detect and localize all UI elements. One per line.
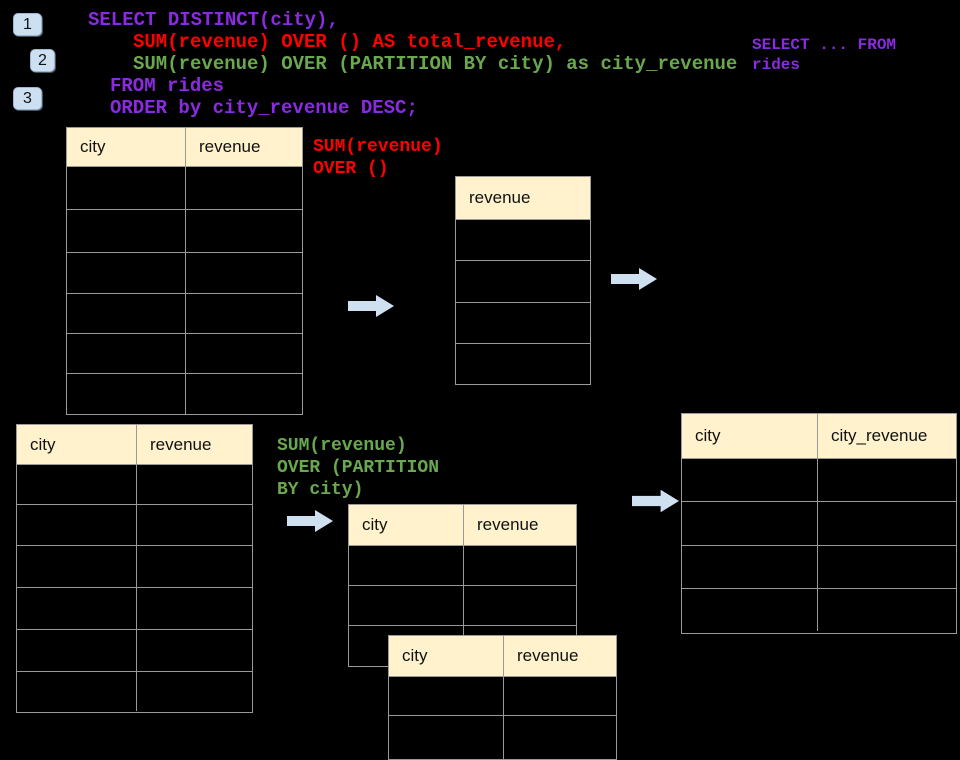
right-arrow-icon	[632, 489, 679, 513]
table-row	[67, 209, 302, 252]
table-row	[17, 587, 252, 629]
label-partition-window-1: SUM(revenue)	[277, 436, 407, 456]
sql-line-select: SELECT DISTINCT(city),	[88, 9, 339, 31]
right-arrow-icon	[611, 268, 657, 290]
table-row	[682, 458, 956, 501]
table-row	[349, 545, 576, 585]
table-row	[67, 293, 302, 333]
column-header-revenue: revenue	[136, 425, 252, 464]
table-total-revenue-column: revenue	[455, 176, 591, 385]
table-source-top: city revenue	[66, 127, 303, 415]
step-badge-3: 3	[13, 87, 42, 110]
right-arrow-icon	[348, 295, 394, 317]
snippet-rides: rides	[752, 56, 801, 74]
table-row	[17, 504, 252, 545]
table-row	[682, 588, 956, 631]
table-row	[67, 373, 302, 414]
table-row	[17, 545, 252, 587]
column-header-city: city	[349, 505, 463, 545]
table-row	[17, 671, 252, 711]
table-row	[67, 252, 302, 293]
table-row	[17, 464, 252, 504]
table-partition-front: city revenue	[388, 635, 617, 760]
label-partition-window-2: OVER (PARTITION	[277, 458, 440, 478]
column-header-city: city	[17, 425, 136, 464]
column-header-revenue: revenue	[185, 128, 302, 166]
table-row	[682, 501, 956, 545]
column-header-revenue: revenue	[456, 177, 590, 219]
table-row	[682, 545, 956, 588]
step-badge-2: 2	[30, 49, 55, 72]
column-header-revenue: revenue	[463, 505, 576, 545]
table-final-result: city city_revenue	[681, 413, 957, 634]
column-header-revenue: revenue	[503, 636, 616, 676]
table-row	[456, 343, 590, 384]
snippet-select-from: SELECT ... FROM	[752, 36, 897, 54]
sql-line-order: ORDER by city_revenue DESC;	[110, 97, 418, 119]
column-header-city: city	[67, 128, 185, 166]
sql-line-from: FROM rides	[110, 75, 225, 97]
table-row	[67, 333, 302, 373]
right-arrow-icon	[287, 510, 333, 532]
label-total-window-2: OVER ()	[313, 159, 389, 179]
table-partition-back: city revenue	[348, 504, 577, 667]
table-row	[456, 219, 590, 260]
table-row	[349, 585, 576, 625]
column-header-city-revenue: city_revenue	[817, 414, 956, 458]
table-row	[389, 715, 616, 759]
column-header-city: city	[682, 414, 817, 458]
label-partition-window-3: BY city)	[277, 480, 364, 500]
step-badge-1: 1	[13, 13, 42, 36]
table-row	[456, 260, 590, 302]
table-row	[389, 676, 616, 715]
table-row	[17, 629, 252, 671]
table-row	[456, 302, 590, 343]
column-header-city: city	[389, 636, 503, 676]
table-source-bottom: city revenue	[16, 424, 253, 713]
sql-line-sum-partition: SUM(revenue) OVER (PARTITION BY city) as…	[133, 53, 738, 75]
sql-line-sum-total: SUM(revenue) OVER () AS total_revenue,	[133, 31, 567, 53]
label-total-window-1: SUM(revenue)	[313, 137, 443, 157]
table-row	[67, 166, 302, 209]
